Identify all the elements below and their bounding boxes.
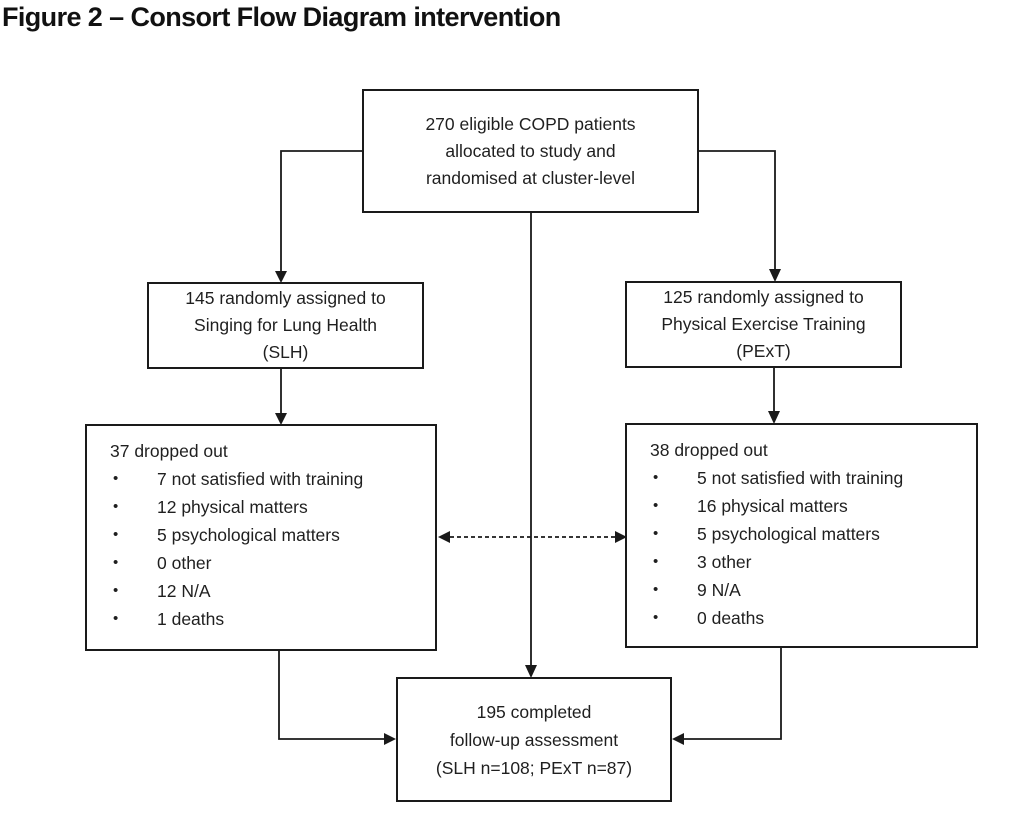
- dropout-reason: • 5 not satisfied with training: [650, 464, 968, 492]
- dropout-reason-text: 7 not satisfied with training: [157, 469, 364, 489]
- dropout-reason: • 7 not satisfied with training: [110, 465, 427, 493]
- dropout-reason-text: 12 physical matters: [157, 497, 308, 517]
- box-completed-line-3: (SLH n=108; PExT n=87): [435, 757, 633, 778]
- connector-pext-to-dropout: [768, 368, 780, 424]
- dropout-reason: • 16 physical matters: [650, 492, 968, 520]
- box-slh-assigned-line-1: 145 randomly assigned to: [185, 288, 386, 308]
- box-pext-dropout: 38 dropped out • 5 not satisfied with tra…: [625, 423, 978, 648]
- bullet-icon: •: [113, 554, 119, 571]
- arrowhead-right-icon: [615, 531, 627, 543]
- box-completed-line-1: 195 completed: [476, 701, 592, 722]
- box-pext-assigned-line-3: (PExT): [736, 341, 791, 361]
- dropout-reason-text: 5 not satisfied with training: [697, 468, 904, 488]
- dropout-reason-text: 12 N/A: [157, 581, 211, 601]
- box-allocation-line-1: 270 eligible COPD patients: [425, 113, 636, 134]
- dropout-reason: • 5 psychological matters: [110, 521, 427, 549]
- dropout-reason: • 9 N/A: [650, 576, 968, 604]
- dropout-reason: • 0 other: [110, 549, 427, 577]
- bullet-icon: •: [113, 582, 119, 599]
- box-pext-assigned-line-1: 125 randomly assigned to: [663, 287, 864, 307]
- bullet-icon: •: [653, 553, 659, 570]
- box-pext-assigned: 125 randomly assigned to Physical Exerci…: [625, 281, 902, 368]
- arrowhead-down-icon: [275, 271, 287, 283]
- arrowhead-down-icon: [275, 413, 287, 425]
- bullet-icon: •: [653, 581, 659, 598]
- box-slh-assigned-line-3: (SLH): [262, 342, 309, 362]
- connector-allocation-to-completed: [525, 213, 537, 678]
- bullet-icon: •: [653, 469, 659, 486]
- arrowhead-down-icon: [768, 411, 780, 424]
- box-pext-assigned-line-2: Physical Exercise Training: [661, 314, 866, 334]
- dropout-reason-text: 5 psychological matters: [157, 525, 340, 545]
- dropout-reason-text: 3 other: [697, 552, 752, 572]
- box-slh-assigned-line-2: Singing for Lung Health: [194, 315, 377, 335]
- dropout-reason-text: 9 N/A: [697, 580, 741, 600]
- bullet-icon: •: [653, 609, 659, 626]
- slh-dropout-header: 37 dropped out: [110, 441, 228, 461]
- dropout-reason: • 3 other: [650, 548, 968, 576]
- bullet-icon: •: [653, 497, 659, 514]
- bullet-icon: •: [113, 498, 119, 515]
- dropout-reason-text: 0 deaths: [697, 608, 765, 628]
- box-slh-assigned: 145 randomly assigned to Singing for Lun…: [147, 282, 424, 369]
- bullet-icon: •: [113, 470, 119, 487]
- connector-slh-dropout-to-completed: [278, 651, 396, 745]
- box-slh-dropout: 37 dropped out • 7 not satisfied with tra…: [85, 424, 437, 651]
- connector-pext-dropout-to-completed: [672, 648, 782, 745]
- arrowhead-right-icon: [384, 733, 396, 745]
- box-completed-line-2: follow-up assessment: [449, 729, 619, 750]
- dropout-reason: • 1 deaths: [110, 605, 427, 633]
- dropout-reason-text: 16 physical matters: [697, 496, 848, 516]
- bullet-icon: •: [113, 610, 119, 627]
- connector-allocation-to-pext: [698, 150, 781, 282]
- dropout-reason: • 0 deaths: [650, 604, 968, 632]
- box-allocation: 270 eligible COPD patients allocated to …: [362, 89, 699, 213]
- slh-dropout-list: • 7 not satisfied with training • 12 physi…: [110, 465, 427, 633]
- box-allocation-line-3: randomised at cluster-level: [425, 167, 636, 188]
- bullet-icon: •: [113, 526, 119, 543]
- dropout-reason: • 12 N/A: [110, 577, 427, 605]
- pext-dropout-header: 38 dropped out: [650, 440, 768, 460]
- dropout-reason: • 12 physical matters: [110, 493, 427, 521]
- figure-title: Figure 2 – Consort Flow Diagram interven…: [2, 2, 561, 32]
- arrowhead-down-icon: [525, 665, 537, 678]
- bullet-icon: •: [653, 525, 659, 542]
- box-allocation-line-2: allocated to study and: [445, 140, 616, 161]
- dropout-reason-text: 1 deaths: [157, 609, 225, 629]
- pext-dropout-list: • 5 not satisfied with training • 16 physi…: [650, 464, 968, 632]
- dropout-reason-text: 0 other: [157, 553, 212, 573]
- connector-dropout-dashed-link: [438, 531, 627, 543]
- connector-allocation-to-slh: [275, 150, 362, 283]
- dropout-reason: • 5 psychological matters: [650, 520, 968, 548]
- arrowhead-left-icon: [438, 531, 450, 543]
- arrowhead-down-icon: [769, 269, 781, 282]
- arrowhead-left-icon: [672, 733, 684, 745]
- dropout-reason-text: 5 psychological matters: [697, 524, 880, 544]
- connector-slh-to-dropout: [275, 369, 287, 425]
- box-completed: 195 completed follow-up assessment (SLH …: [396, 677, 672, 802]
